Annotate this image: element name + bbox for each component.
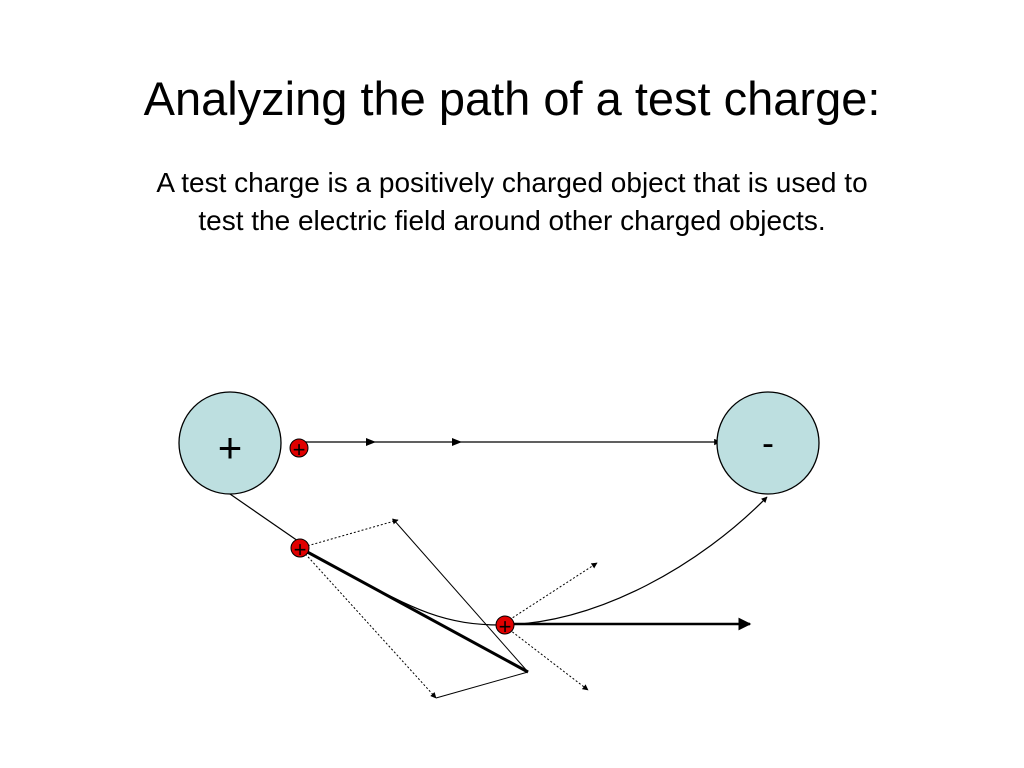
- test-charge-circle: [495, 615, 515, 635]
- force-vector-attractive: [299, 518, 399, 549]
- source-charge-negative: -: [716, 391, 820, 495]
- source-charge-positive-symbol: +: [218, 424, 243, 471]
- field-line-arrow-marker: [366, 438, 376, 446]
- parallelogram-side: [392, 518, 529, 673]
- net-force-vector: [299, 546, 529, 674]
- slide-body-line: test the electric field around other cha…: [198, 205, 826, 236]
- test-charge-symbol: +: [294, 537, 307, 562]
- force-vector-repulsive: [299, 547, 437, 699]
- source-charge-positive: +: [178, 391, 282, 495]
- test-charge-symbol: +: [499, 614, 512, 639]
- test-charge: +: [290, 537, 310, 562]
- test-charge-symbol: +: [293, 437, 306, 462]
- test-charge-circle: [290, 538, 310, 558]
- test-charge-path-curve: [299, 496, 768, 626]
- test-charge-circle: [289, 438, 309, 458]
- force-vector-repulsive: [505, 626, 589, 691]
- parallelogram-side: [435, 671, 529, 699]
- field-line-arrow-marker: [452, 438, 462, 446]
- test-charge: +: [495, 614, 515, 639]
- field-line-segment: [229, 493, 299, 542]
- source-charge-positive-circle: [178, 391, 282, 495]
- slide-body-line: A test charge is a positively charged ob…: [156, 167, 868, 198]
- source-charge-negative-circle: [716, 391, 820, 495]
- source-charge-negative-symbol: -: [762, 422, 774, 463]
- slide-title: Analyzing the path of a test charge:: [143, 72, 881, 125]
- test-charge: +: [289, 437, 309, 462]
- slide-body-text: A test charge is a positively charged ob…: [40, 164, 984, 240]
- force-vector-attractive: [505, 562, 598, 623]
